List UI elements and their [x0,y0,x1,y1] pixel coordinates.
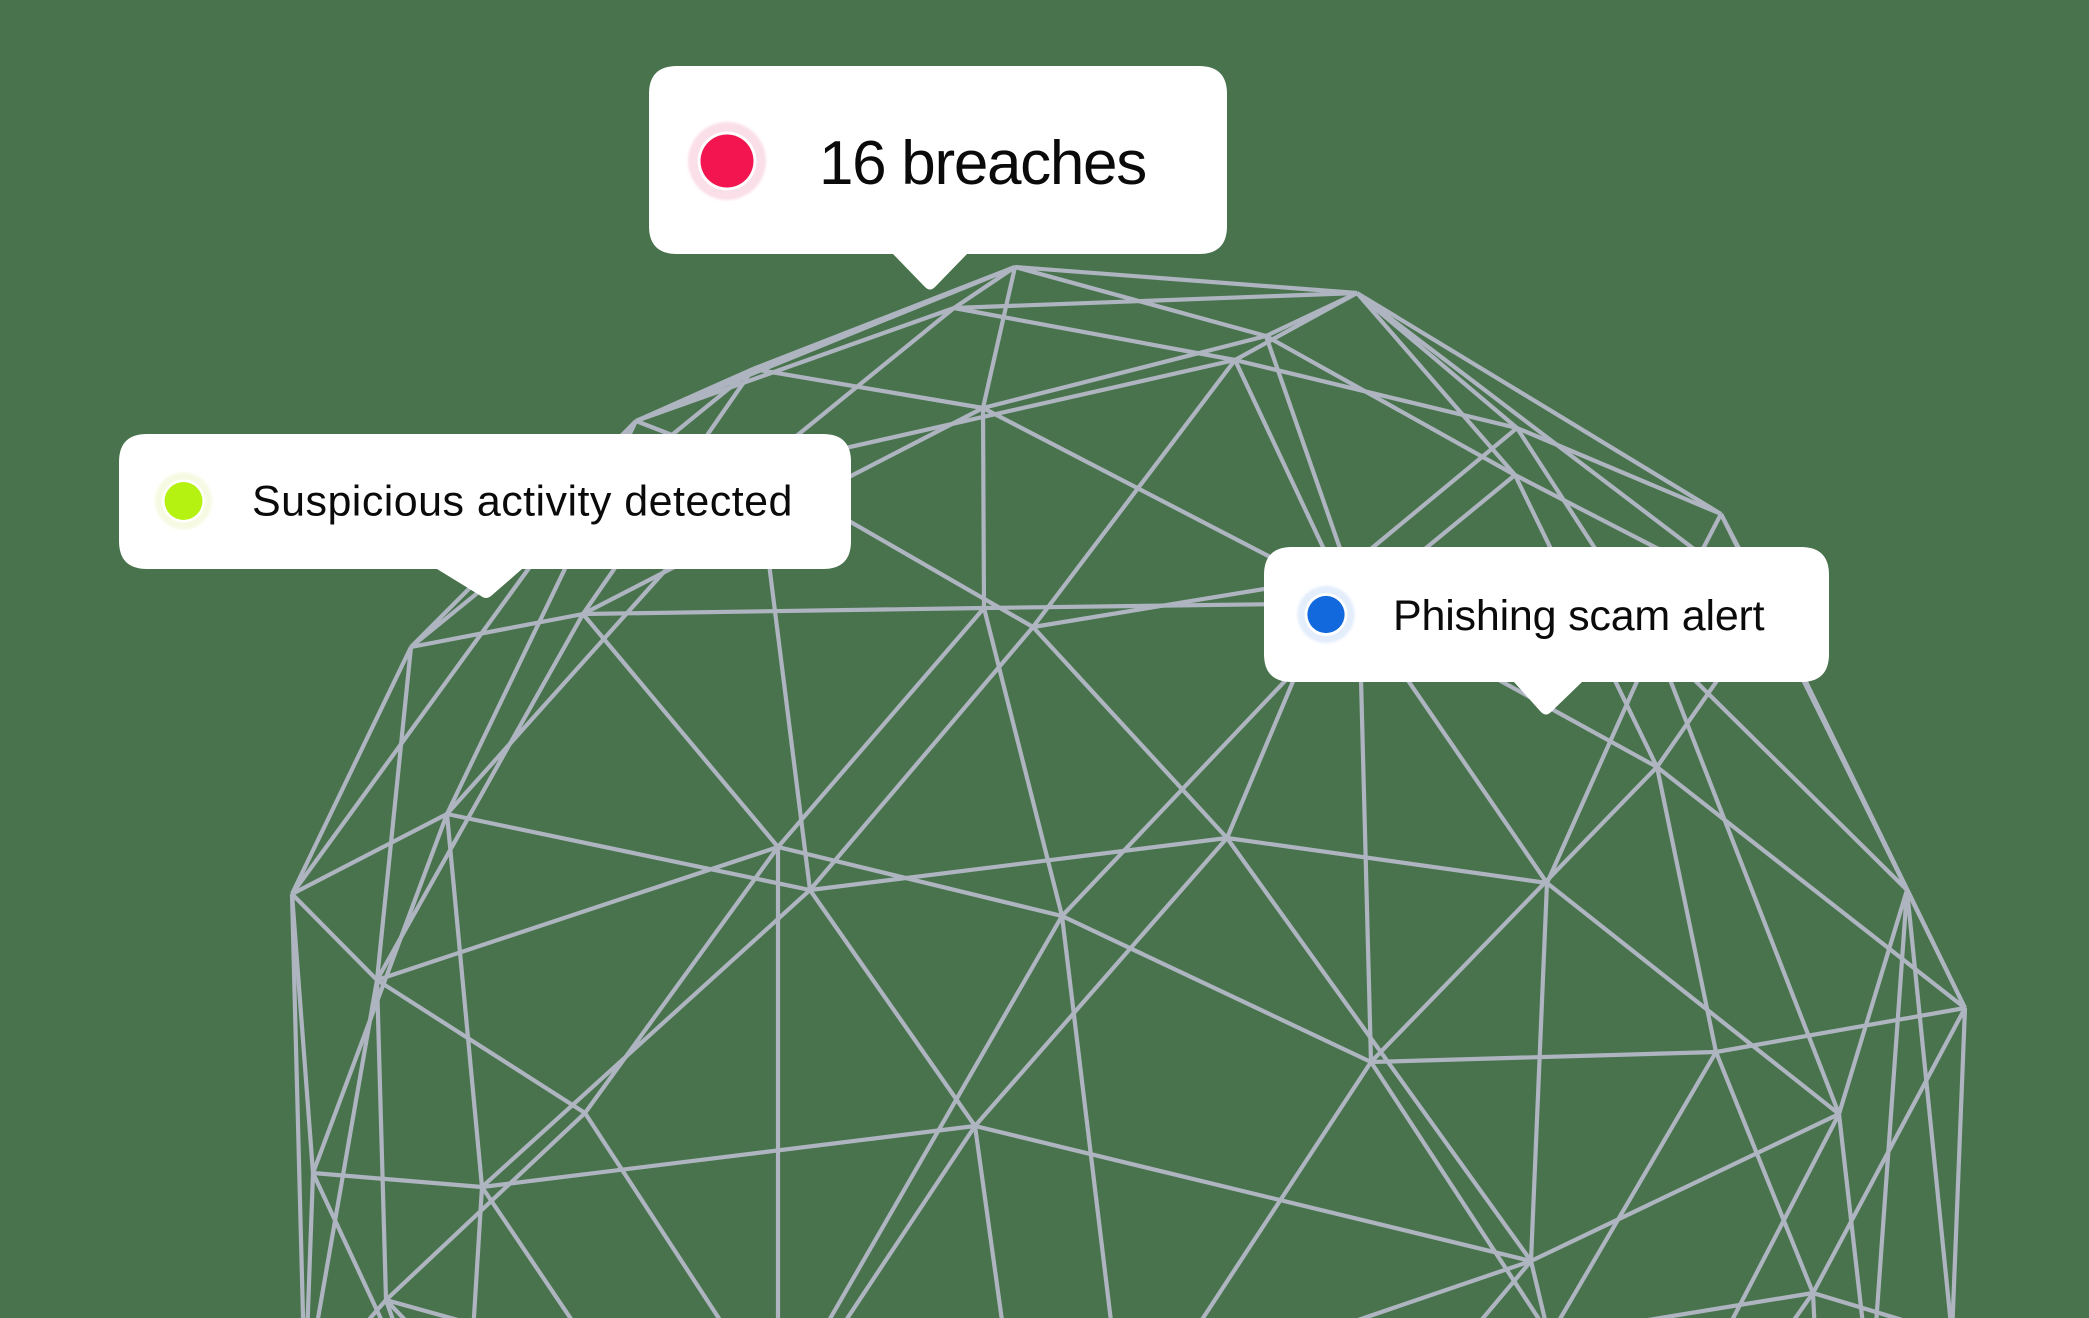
svg-text:Suspicious activity detected: Suspicious activity detected [252,478,793,526]
svg-text:16 breaches: 16 breaches [819,129,1146,198]
svg-text:Phishing scam alert: Phishing scam alert [1393,592,1765,640]
